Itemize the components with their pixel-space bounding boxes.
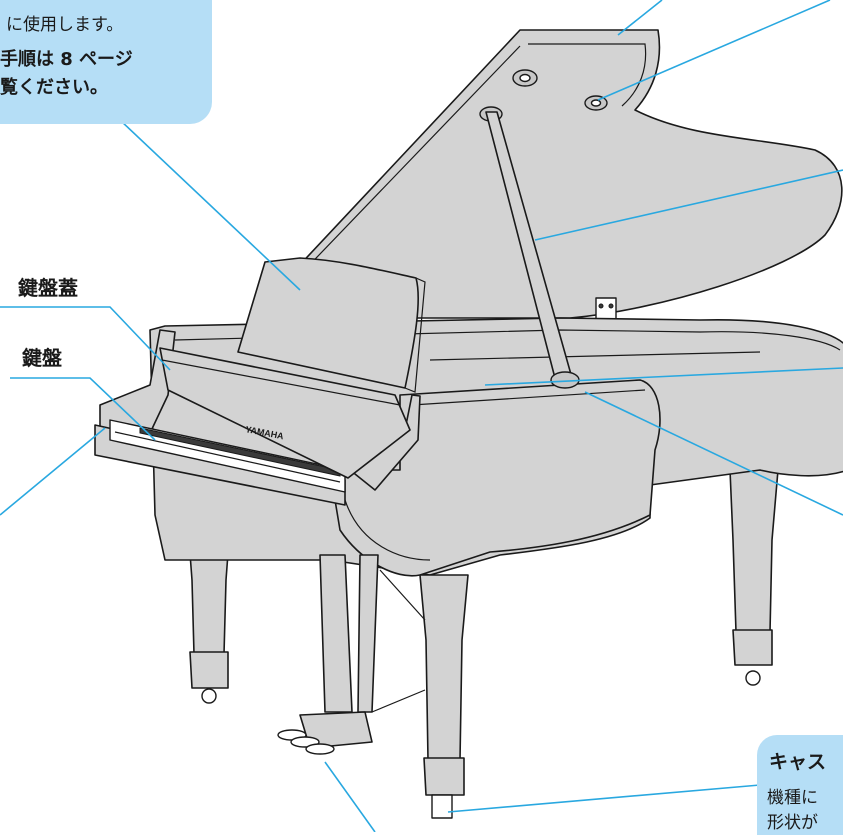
leader-lid-prop <box>534 169 843 241</box>
caster-front <box>431 794 453 819</box>
leader-hinge <box>484 367 843 386</box>
leader-keyboard <box>10 377 156 441</box>
label-keyboard-cover: 鍵盤蓋 <box>18 276 78 300</box>
caster-wheel-back-right <box>745 670 761 686</box>
caster-wheel-back-left <box>201 688 217 704</box>
pedal-right <box>305 743 335 755</box>
callout-music-rest: に使用します。 手順は 8 ページ 覧ください。 <box>0 0 212 124</box>
leader-keyboard-cover <box>0 306 171 371</box>
label-keyboard: 鍵盤 <box>22 346 62 370</box>
callout-music-rest-line3: 覧ください。 <box>0 77 108 98</box>
leader-prop-foot <box>584 391 843 516</box>
leader-music-rest <box>119 119 301 291</box>
fallboard <box>159 347 411 479</box>
callout-caster: キャス 機種に 形状が <box>757 735 843 835</box>
lid <box>249 29 843 319</box>
leader-pedal <box>324 761 376 833</box>
callout-caster-body2: 形状が <box>767 813 818 833</box>
leader-caster <box>447 784 761 813</box>
back-right-leg <box>729 469 779 633</box>
pedal-lyre <box>319 554 353 713</box>
leader-left <box>0 427 106 516</box>
front-leg <box>419 574 469 761</box>
leader-prop-cup <box>597 0 831 101</box>
callout-music-rest-line1: に使用します。 <box>6 15 124 35</box>
callout-caster-body1: 機種に <box>767 788 818 808</box>
leader-lid-tip <box>617 0 663 36</box>
callout-music-rest-line2: 手順は 8 ページ <box>0 49 133 70</box>
callout-caster-title: キャス <box>769 751 827 773</box>
